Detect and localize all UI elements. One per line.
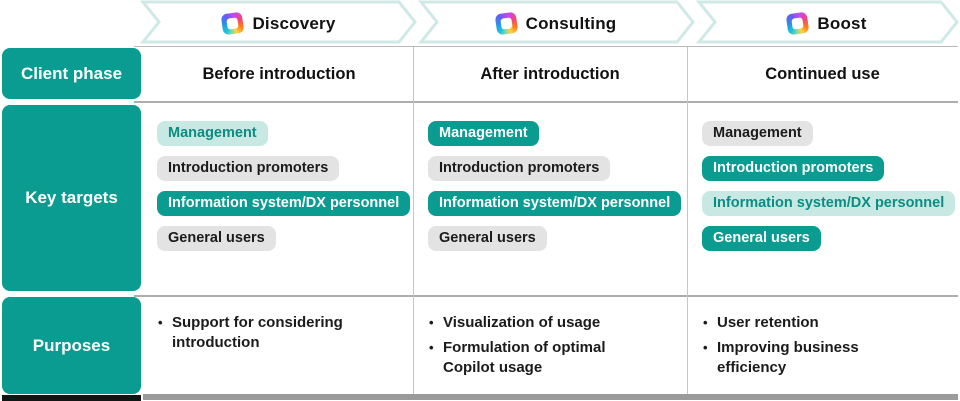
target-pill: Management bbox=[428, 121, 539, 146]
target-pill: General users bbox=[702, 226, 821, 251]
target-pill: Information system/DX personnel bbox=[702, 191, 956, 216]
copilot-icon bbox=[221, 11, 245, 36]
client-phase-discovery: Before introduction bbox=[202, 65, 356, 83]
banner-chevrons bbox=[139, 0, 959, 44]
client-phase-consulting: After introduction bbox=[480, 65, 620, 83]
bullet-icon: • bbox=[429, 315, 434, 330]
banner-discovery: Discovery bbox=[150, 3, 408, 44]
target-pill: Introduction promoters bbox=[428, 156, 611, 181]
bottom-shadow-gray bbox=[143, 394, 958, 400]
purpose-item: • Improving business efficiency bbox=[703, 338, 958, 378]
target-pill: Information system/DX personnel bbox=[157, 191, 411, 216]
chevron-consulting bbox=[417, 0, 695, 44]
divider-col2 bbox=[687, 47, 688, 394]
purpose-item: • Formulation of optimal Copilot usage bbox=[429, 338, 687, 378]
chevron-boost bbox=[695, 0, 959, 44]
purposes-boost: • User retention • Improving business ef… bbox=[687, 296, 958, 394]
banner-consulting: Consulting bbox=[427, 3, 685, 44]
purpose-item: • Visualization of usage bbox=[429, 313, 687, 333]
purpose-text: Improving business efficiency bbox=[717, 338, 859, 376]
banner-discovery-label: Discovery bbox=[252, 13, 336, 33]
row-header-client-phase: Client phase bbox=[2, 48, 141, 99]
target-pill: Introduction promoters bbox=[157, 156, 340, 181]
copilot-icon bbox=[786, 11, 810, 36]
banner-boost: Boost bbox=[705, 3, 949, 44]
key-targets-discovery: Management Introduction promoters Inform… bbox=[145, 102, 413, 295]
row-header-client-phase-label: Client phase bbox=[20, 63, 123, 83]
banner-boost-label: Boost bbox=[817, 13, 867, 33]
target-pill: Management bbox=[702, 121, 813, 146]
key-targets-consulting: Management Introduction promoters Inform… bbox=[413, 102, 687, 295]
purpose-item: • User retention bbox=[703, 313, 958, 333]
divider-row1 bbox=[134, 101, 958, 103]
chevron-discovery bbox=[139, 0, 417, 44]
row-header-key-targets-label: Key targets bbox=[25, 188, 118, 207]
purpose-text: Formulation of optimal Copilot usage bbox=[443, 338, 606, 376]
target-pill: General users bbox=[428, 226, 547, 251]
purpose-text: User retention bbox=[717, 314, 819, 331]
bottom-shadow-dark bbox=[2, 395, 141, 401]
divider-col1 bbox=[413, 47, 414, 394]
purpose-text: Visualization of usage bbox=[443, 314, 601, 331]
row-header-purposes: Purposes bbox=[2, 297, 141, 394]
divider-top bbox=[134, 46, 958, 47]
purpose-text: Support for considering introduction bbox=[172, 314, 343, 351]
bullet-icon: • bbox=[703, 315, 708, 330]
divider-row2 bbox=[134, 295, 958, 297]
target-pill: Management bbox=[157, 121, 268, 146]
client-phase-boost: Continued use bbox=[765, 65, 880, 83]
target-pill: Introduction promoters bbox=[702, 156, 885, 181]
purposes-consulting: • Visualization of usage • Formulation o… bbox=[413, 296, 687, 394]
row-header-purposes-label: Purposes bbox=[32, 335, 111, 355]
banner-consulting-label: Consulting bbox=[525, 13, 617, 33]
target-pill: Information system/DX personnel bbox=[428, 191, 682, 216]
bullet-icon: • bbox=[429, 339, 434, 355]
bullet-icon: • bbox=[158, 315, 163, 330]
row-header-key-targets: Key targets bbox=[2, 105, 141, 291]
key-targets-boost: Management Introduction promoters Inform… bbox=[687, 102, 958, 295]
bullet-icon: • bbox=[703, 339, 708, 355]
copilot-icon bbox=[494, 11, 518, 36]
purpose-item: • Support for considering introduction bbox=[158, 313, 413, 353]
purposes-discovery: • Support for considering introduction bbox=[145, 296, 413, 394]
target-pill: General users bbox=[157, 226, 276, 251]
